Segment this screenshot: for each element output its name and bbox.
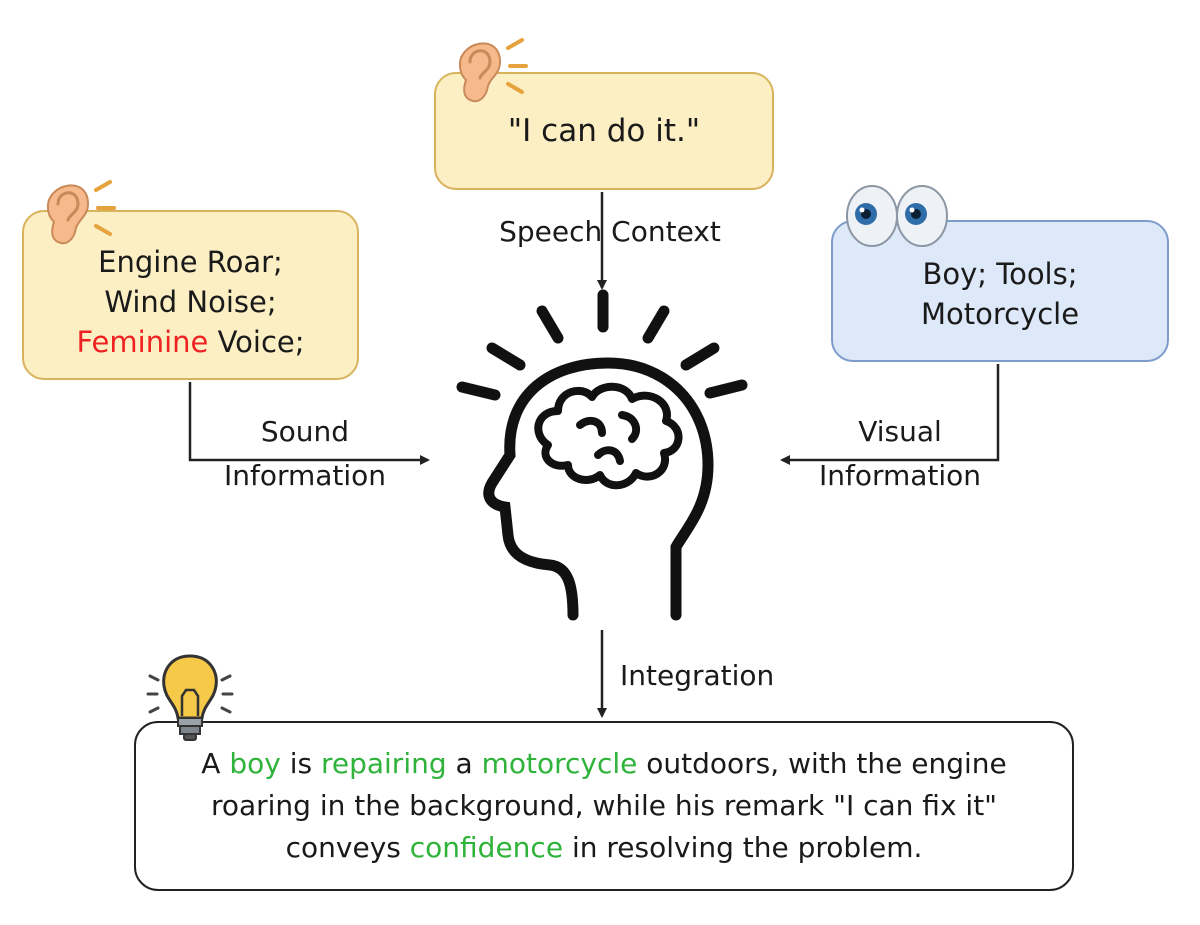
result-part: a (446, 747, 482, 780)
sound-label-line-1: Sound (260, 415, 350, 448)
visual-line-1: Boy; Tools; (922, 257, 1078, 291)
visual-information-label: Visual Information (800, 410, 1000, 498)
visual-label-line-1: Visual (858, 415, 942, 448)
ear-icon (458, 38, 528, 103)
visual-line-2: Motorcycle (920, 297, 1080, 331)
speech-context-label: Speech Context (499, 215, 721, 248)
visual-label-line-2: Information (818, 459, 982, 492)
sound-line-3: Feminine Voice; (76, 322, 304, 362)
sound-line-3-rest: Voice; (208, 325, 305, 359)
result-highlight-motorcycle: motorcycle (481, 747, 638, 780)
result-highlight-repairing: repairing (320, 747, 447, 780)
sound-arrow (188, 382, 430, 465)
brain-head-icon (456, 289, 748, 621)
speech-context-box: "I can do it." (434, 72, 774, 190)
result-part: is (280, 747, 321, 780)
ear-icon (46, 180, 116, 245)
visual-arrow (780, 364, 1000, 465)
sound-line-2: Wind Noise; (104, 285, 277, 319)
result-part: A (201, 747, 230, 780)
visual-information-box: Boy; Tools; Motorcycle (831, 220, 1169, 362)
lightbulb-icon (146, 654, 234, 741)
speech-text: "I can do it." (507, 113, 701, 149)
result-text: A boy is repairing a motorcycle outdoors… (156, 743, 1052, 869)
sound-information-label: Sound Information (200, 410, 410, 498)
integration-label: Integration (620, 659, 775, 692)
eyes-icon (846, 185, 948, 247)
result-part: outdoors, with the engine roaring in the… (210, 747, 1007, 864)
result-part: in resolving the problem. (563, 831, 923, 864)
result-highlight-confidence: confidence (409, 831, 564, 864)
result-highlight-boy: boy (229, 747, 281, 780)
sound-line-1: Engine Roar; (98, 245, 283, 279)
sound-label-line-2: Information (223, 459, 387, 492)
feminine-highlight: Feminine (76, 325, 209, 359)
integration-result-box: A boy is repairing a motorcycle outdoors… (134, 721, 1074, 891)
sound-information-box: Engine Roar; Wind Noise; Feminine Voice; (22, 210, 359, 380)
